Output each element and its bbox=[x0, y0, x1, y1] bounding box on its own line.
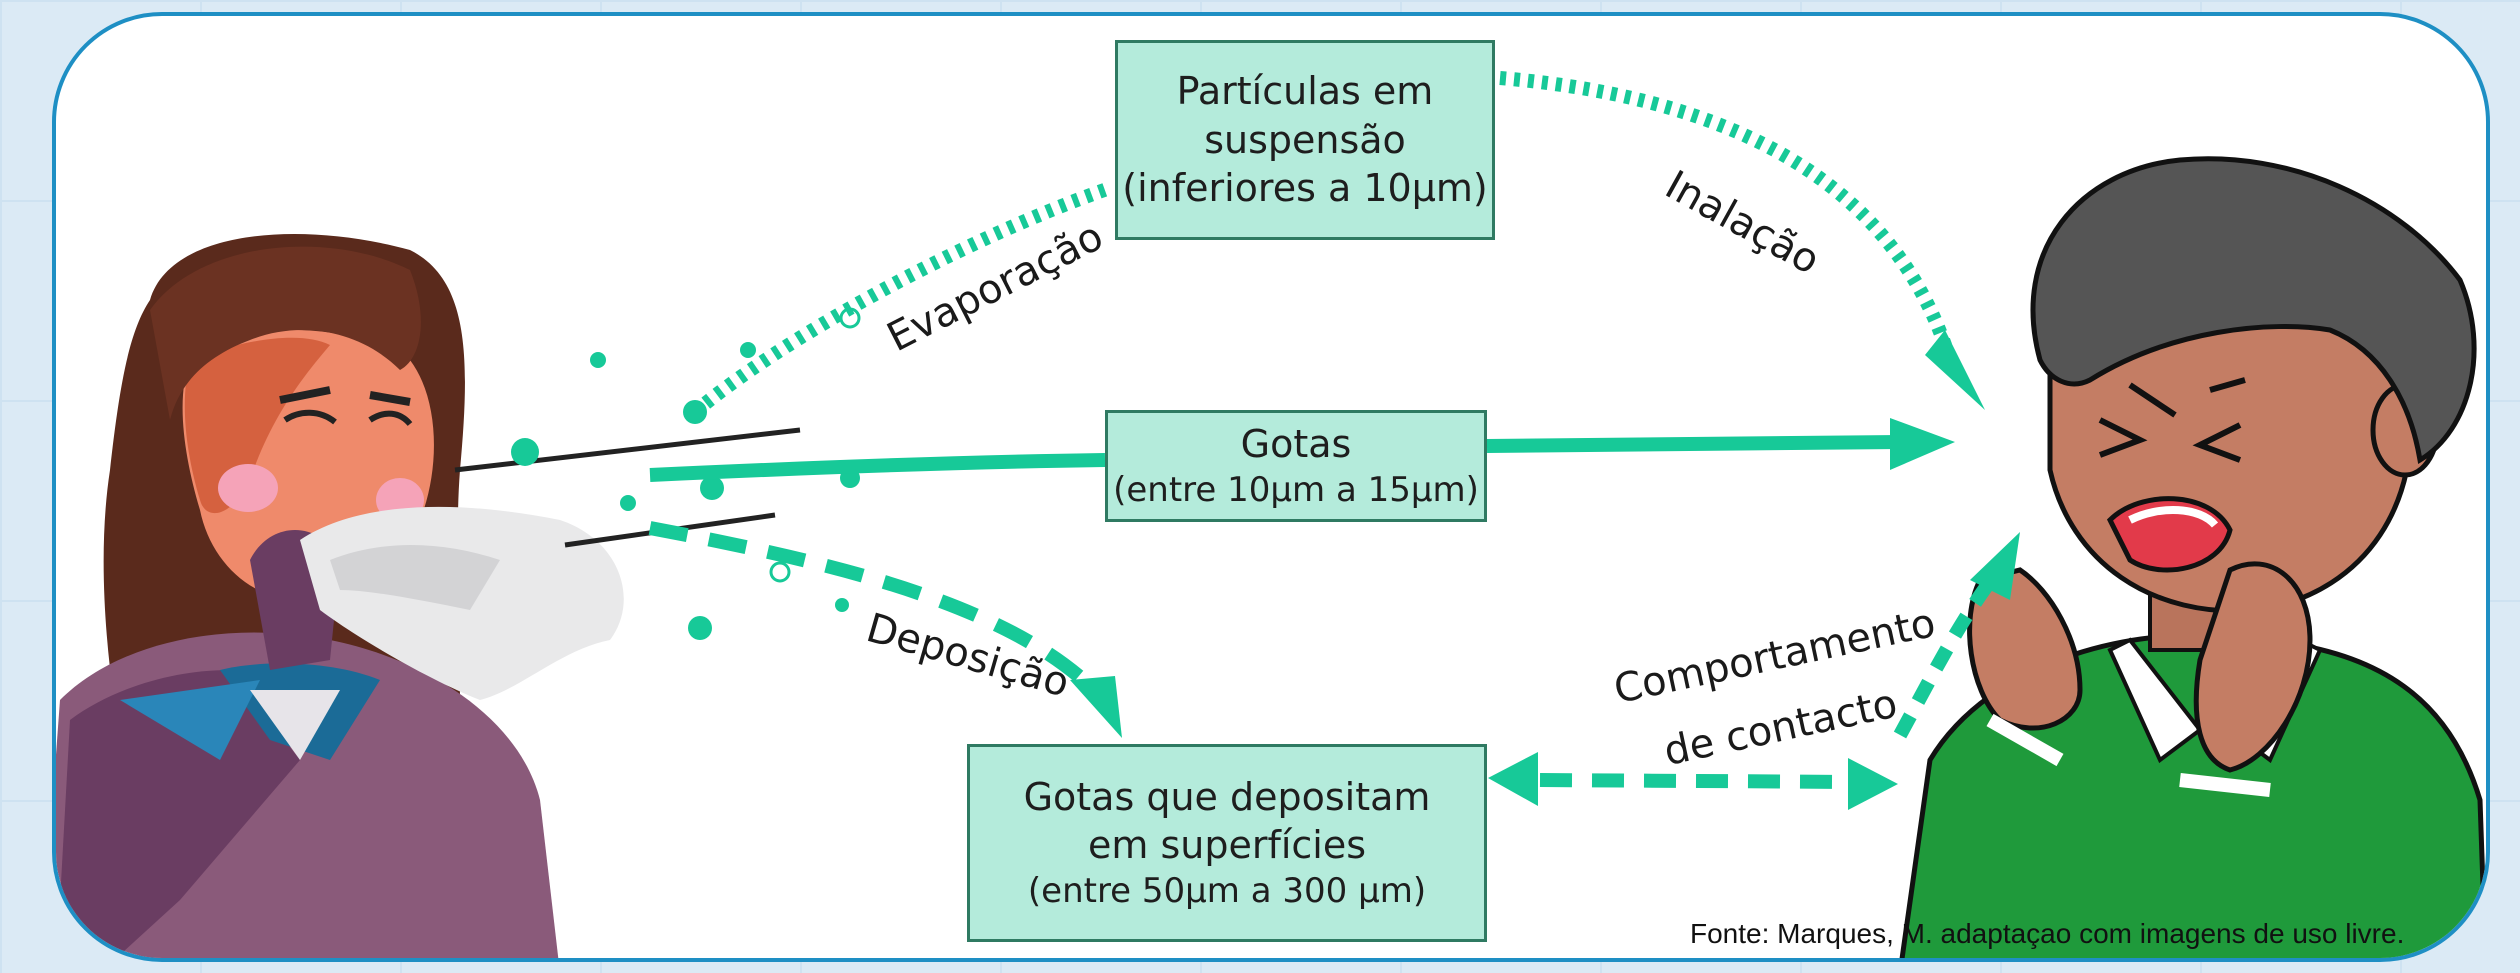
drops-arrow-in bbox=[649, 453, 1106, 482]
surface-line2: em superfícies bbox=[1087, 823, 1367, 868]
drops-arrow-out bbox=[1486, 418, 1955, 470]
suspended-line2: suspensão bbox=[1204, 117, 1406, 162]
drops-box: Gotas (entre 10µm a 15µm) bbox=[1105, 410, 1487, 522]
suspended-line1: Partículas em bbox=[1176, 69, 1434, 114]
drops-line2: (entre 10µm a 15µm) bbox=[1113, 469, 1479, 510]
source-caption: Fonte: Marques, M. adaptaçao com imagens… bbox=[1690, 918, 2405, 949]
evaporation-arrow bbox=[683, 181, 1113, 424]
surface-drops-box: Gotas que depositam em superfícies (entr… bbox=[967, 744, 1487, 942]
drops-line1: Gotas bbox=[1240, 421, 1352, 466]
contact-arrow bbox=[1488, 532, 2020, 810]
surface-line1: Gotas que depositam bbox=[1023, 774, 1431, 819]
suspended-particles-box: Partículas em suspensão (inferiores a 10… bbox=[1115, 40, 1495, 240]
deposition-arrow bbox=[648, 521, 1122, 738]
surface-line3: (entre 50µm a 300 µm) bbox=[1027, 870, 1427, 911]
suspended-line3: (inferiores a 10µm) bbox=[1122, 166, 1488, 211]
inhalation-arrow bbox=[1499, 71, 1985, 410]
sneezing-woman-illustration bbox=[56, 234, 801, 958]
coughing-man-illustration bbox=[1897, 156, 2486, 958]
